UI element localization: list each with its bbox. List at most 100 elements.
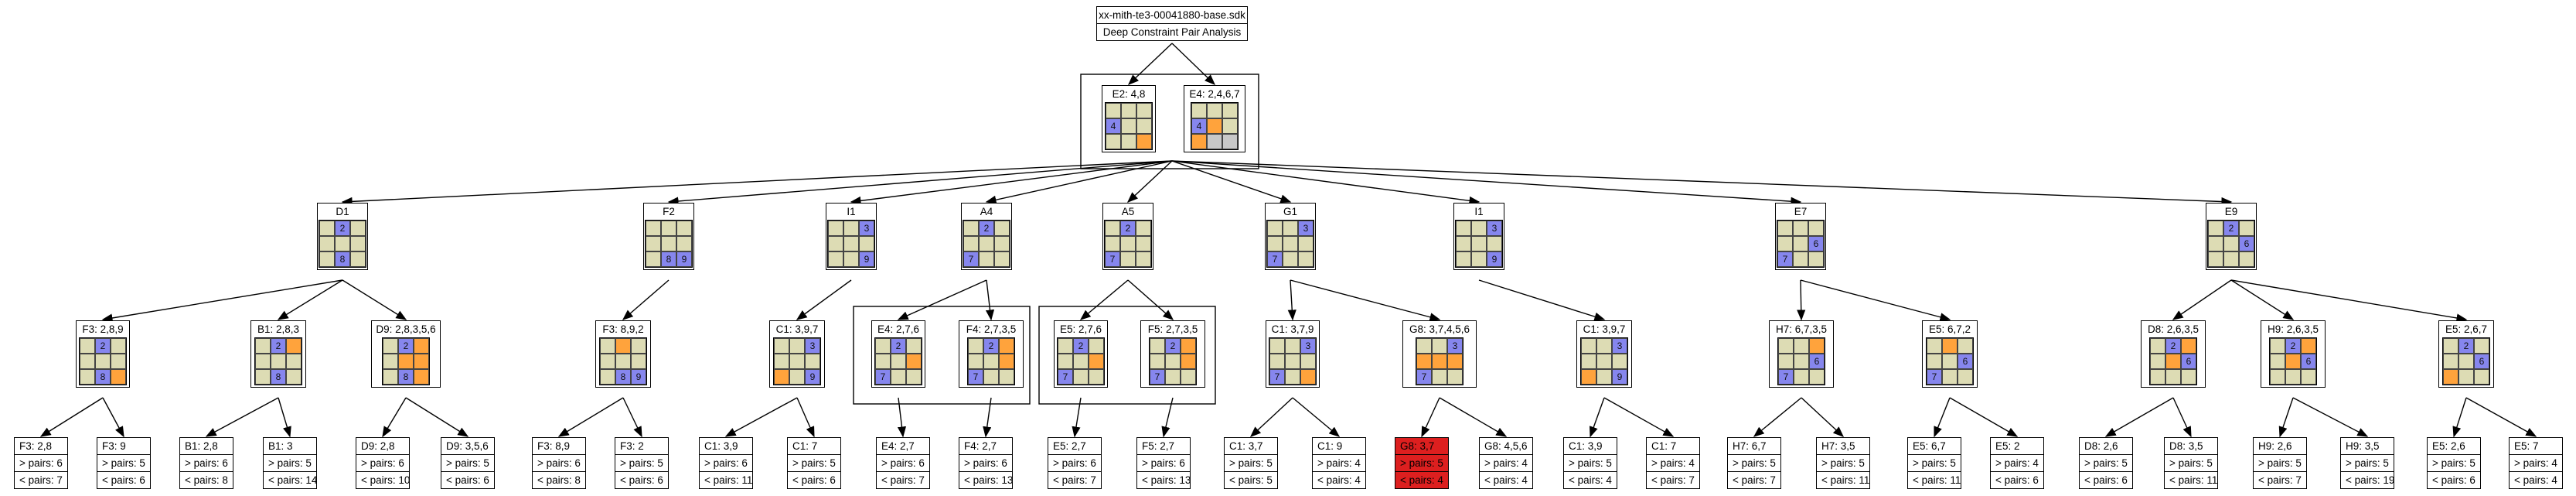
grid-cell <box>2181 338 2196 354</box>
less-pairs: < pairs: 6 <box>97 471 150 488</box>
grid-cell <box>1136 103 1152 118</box>
less-pairs: < pairs: 8 <box>180 471 233 488</box>
grid-cell <box>2208 236 2223 251</box>
leaf-label: H9: 2,6 <box>2258 440 2292 452</box>
less-pairs: < pairs: 7 <box>877 471 929 488</box>
leaf-label: C1: 9 <box>1317 440 1343 452</box>
grid-cell <box>2474 338 2489 354</box>
grid-cell: 8 <box>661 251 676 267</box>
greater-pairs: > pairs: 5 <box>1908 454 1961 471</box>
edge-n_d9-lf6 <box>405 397 469 437</box>
grid-cell <box>1089 369 1104 385</box>
grid-cell <box>1432 354 1447 369</box>
edge-n_c1b-lf15 <box>1249 397 1293 437</box>
grid-cell <box>1121 134 1136 149</box>
grid-cell <box>2458 354 2474 369</box>
grid-cell <box>1269 338 1285 354</box>
edge-n_h7-lf21 <box>1753 397 1802 437</box>
grid-cell <box>843 251 859 267</box>
grid-cell <box>1596 369 1612 385</box>
greater-pairs: > pairs: 4 <box>2510 454 2562 471</box>
leaf-node: B1: 2,8> pairs: 6< pairs: 8 <box>179 437 233 489</box>
grid-cell <box>843 221 859 236</box>
node-label: E9 <box>2224 206 2238 217</box>
leaf-node: E5: 2,7> pairs: 6< pairs: 7 <box>1048 437 1102 489</box>
grid-cell <box>1165 369 1181 385</box>
grid-cell <box>111 354 126 369</box>
leaf-label: D9: 3,5,6 <box>446 440 489 452</box>
grid-cell: 6 <box>1809 354 1825 369</box>
grid-cell <box>2150 369 2165 385</box>
grid-cell <box>875 354 891 369</box>
grid-cell <box>1447 369 1463 385</box>
leaf-node: H9: 2,6> pairs: 5< pairs: 7 <box>2253 437 2307 489</box>
grid-cell <box>1456 251 1471 267</box>
grid-cell <box>906 369 922 385</box>
edge-n_b1-lf4 <box>278 397 291 438</box>
edge-d1-n_f3a <box>101 279 343 323</box>
node-label: E5: 6,7,2 <box>1928 323 1971 335</box>
greater-pairs: > pairs: 5 <box>441 454 494 471</box>
edge-cluster1-f2 <box>667 160 1173 206</box>
less-pairs: < pairs: 6 <box>441 471 494 488</box>
grid-cell <box>891 369 906 385</box>
grid-cell <box>1058 354 1073 369</box>
grid-cell <box>1487 236 1502 251</box>
grid-cell <box>2270 369 2285 385</box>
node-label: I1 <box>847 206 856 217</box>
node-label: A4 <box>980 206 993 217</box>
leaf-node: C1: 3,7> pairs: 5< pairs: 5 <box>1224 437 1278 489</box>
leaf-label: D9: 2,8 <box>361 440 395 452</box>
greater-pairs: > pairs: 5 <box>615 454 668 471</box>
grid-cell <box>1283 251 1298 267</box>
grid-cell <box>1181 369 1196 385</box>
leaf-node: G8: 4,5,6> pairs: 4< pairs: 4 <box>1479 437 1533 489</box>
edge-root-l1a <box>1127 43 1173 85</box>
grid-cell: 2 <box>271 338 286 354</box>
grid-cell <box>1136 118 1152 134</box>
grid-cell <box>286 338 302 354</box>
cluster-a4 <box>853 306 1031 405</box>
grid-cell <box>789 338 805 354</box>
node-label: H9: 2,6,3,5 <box>2267 323 2319 335</box>
grid-cell <box>1121 103 1136 118</box>
grid-cell <box>963 221 979 236</box>
grid-cell: 9 <box>805 369 820 385</box>
grid-cell <box>968 338 983 354</box>
grid-cell: 7 <box>1105 251 1120 267</box>
grid-cell <box>1073 369 1089 385</box>
grid-cell <box>1089 354 1104 369</box>
grid-cell <box>350 251 366 267</box>
grid-cell <box>80 369 95 385</box>
grid-cell <box>1150 354 1165 369</box>
grid-cell <box>1207 134 1222 149</box>
edge-n_g8-lf17 <box>1421 397 1440 438</box>
grid-cell <box>271 354 286 369</box>
grid-cell: 7 <box>1927 369 1942 385</box>
grid-cell <box>255 354 271 369</box>
leaf-label: E5: 7 <box>2514 440 2539 452</box>
edge-i1a-n_c1a <box>796 279 852 320</box>
grid-cell <box>80 354 95 369</box>
grid-cell <box>255 338 271 354</box>
node-label: C1: 3,7,9 <box>1271 323 1314 335</box>
edge-e7-n_e5b <box>1800 279 1951 322</box>
less-pairs: < pairs: 11 <box>1908 471 1961 488</box>
grid-cell: 7 <box>1267 251 1283 267</box>
grid-cell: 2 <box>1165 338 1181 354</box>
leaf-node: D8: 3,5> pairs: 5< pairs: 11 <box>2164 437 2218 489</box>
